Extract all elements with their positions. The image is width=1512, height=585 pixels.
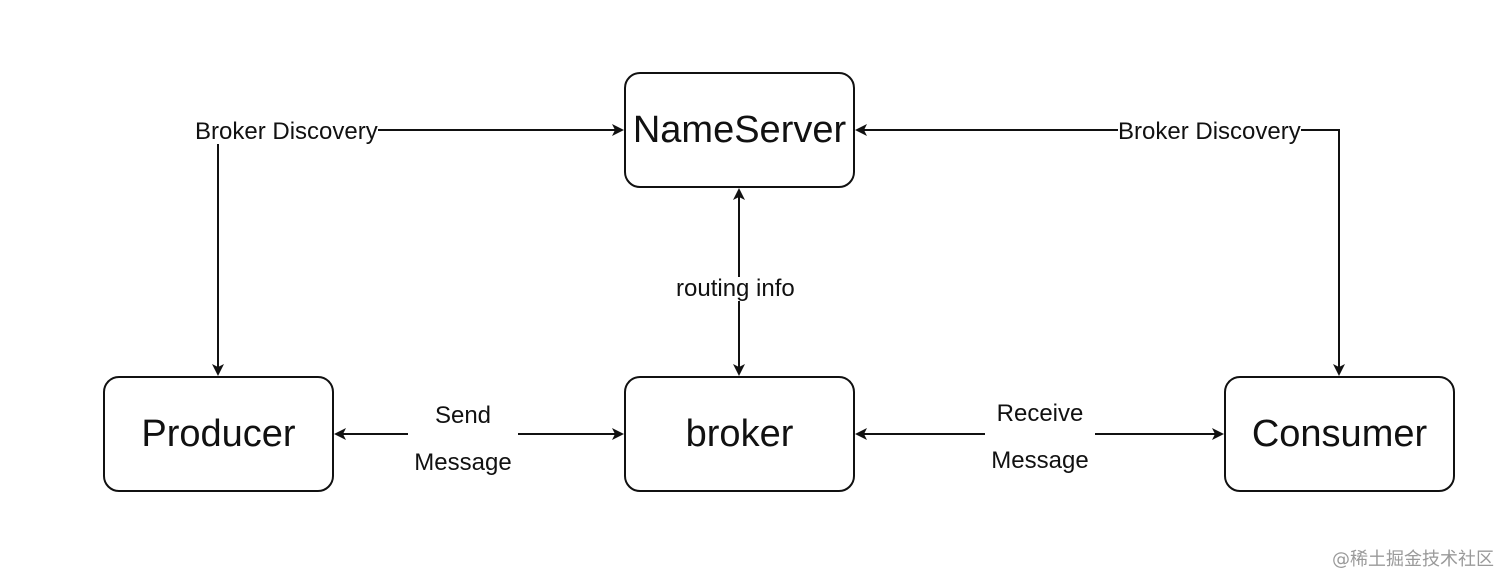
broker-node[interactable]: broker (624, 376, 855, 492)
routing-info-label: routing info (676, 275, 795, 302)
consumer-node[interactable]: Consumer (1224, 376, 1455, 492)
producer-node[interactable]: Producer (103, 376, 334, 492)
watermark: @稀土掘金技术社区 (1332, 549, 1494, 570)
receive-label-line1: Receive (996, 400, 1084, 427)
nameserver-node[interactable]: NameServer (624, 72, 855, 188)
consumer-discovery-label: Broker Discovery (1118, 118, 1301, 145)
producer-discovery-label: Broker Discovery (195, 118, 378, 145)
send-label-line2: Message (414, 449, 512, 476)
receive-label-line2: Message (991, 447, 1089, 474)
receive-message-label: Receive Message (985, 390, 1095, 484)
send-label-line1: Send (434, 402, 492, 429)
consumer-discovery-to-consumer-arrow (1220, 129, 1345, 376)
send-message-label: Send Message (408, 392, 518, 486)
